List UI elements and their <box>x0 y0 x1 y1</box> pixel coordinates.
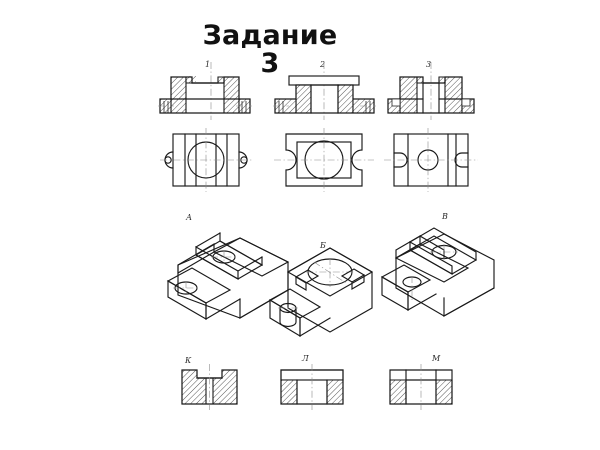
isometric-view-b: Б <box>268 241 374 338</box>
isometric-view-v: В <box>380 212 495 317</box>
top-view-3 <box>384 128 478 192</box>
top-view-2 <box>274 128 374 192</box>
section-k-label: К <box>184 356 192 365</box>
front-view-1-label: 1 <box>205 60 210 69</box>
front-view-1: 1 <box>158 60 252 120</box>
front-view-3: 3 <box>387 60 475 120</box>
section-view-m: М <box>389 354 453 410</box>
title-line-2: 3 <box>260 48 280 80</box>
isometric-b-label: Б <box>319 241 326 250</box>
front-view-2-label: 2 <box>319 60 325 69</box>
section-m-label: М <box>431 354 441 363</box>
top-view-1 <box>160 128 252 192</box>
isometric-a-label: А <box>185 213 192 222</box>
page-title: Задание 3 <box>150 20 390 80</box>
front-view-3-label: 3 <box>426 60 431 69</box>
title-line-1: Задание <box>202 20 338 51</box>
isometric-v-label: В <box>441 212 448 221</box>
section-view-k: К <box>181 356 238 410</box>
section-l-label: Л <box>301 354 309 363</box>
front-view-2: 2 <box>273 60 376 120</box>
section-view-l: Л <box>280 354 344 410</box>
